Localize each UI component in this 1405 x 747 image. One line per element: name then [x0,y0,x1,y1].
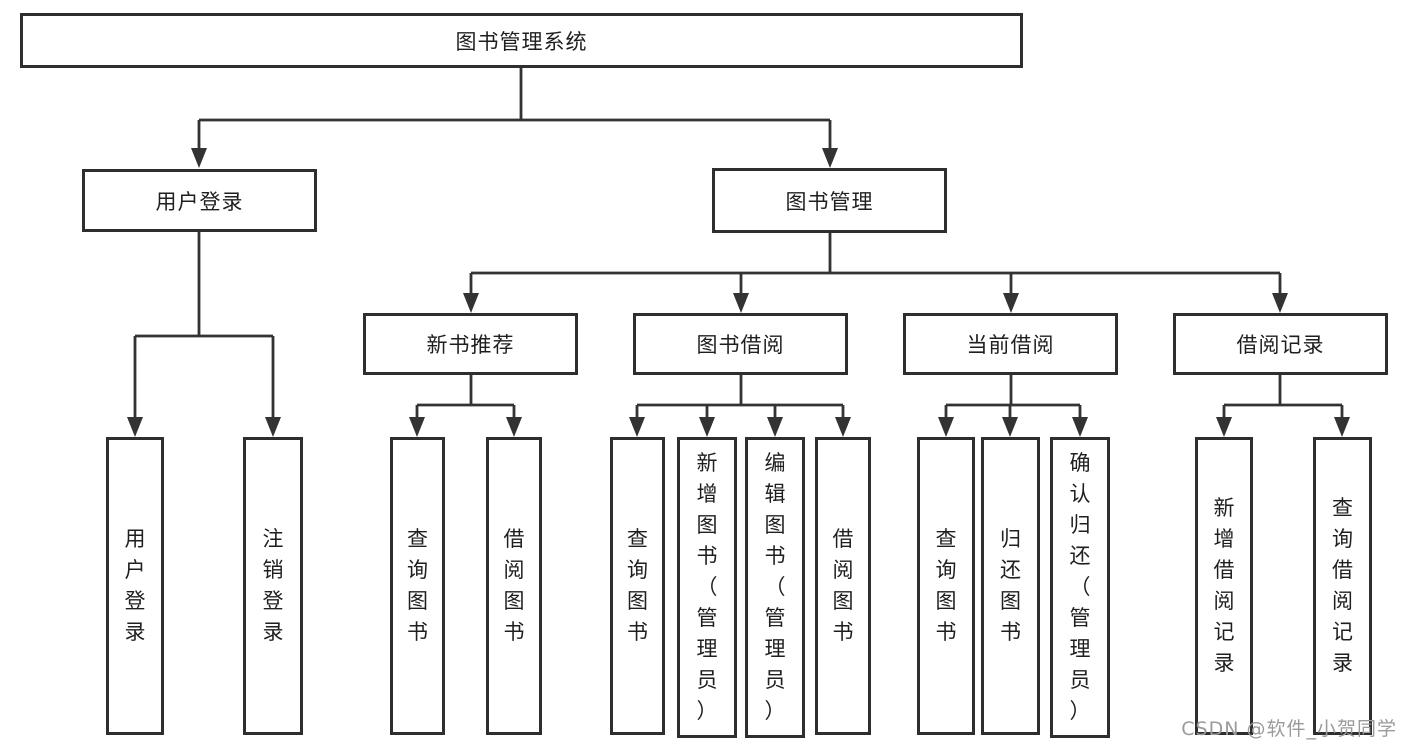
leaf-confirm-return-admin-label: 确认归还（管理员） [1069,451,1091,723]
leaf-return-book-label: 归还图书 [999,527,1021,644]
leaf-borrow-book-2-label: 借阅图书 [832,527,854,644]
leaf-query-book-1: 查询图书 [390,437,445,735]
node-new-book-recommend: 新书推荐 [363,313,578,375]
leaf-borrow-book-1-label: 借阅图书 [503,527,525,644]
leaf-query-book-3: 查询图书 [917,437,975,735]
node-user-login: 用户登录 [82,169,317,232]
leaf-add-book-admin-label: 新增图书（管理员） [696,451,718,723]
leaf-query-book-1-label: 查询图书 [406,527,428,644]
leaf-query-book-3-label: 查询图书 [935,527,957,644]
node-borrow-record: 借阅记录 [1173,313,1388,375]
node-root-label: 图书管理系统 [455,29,588,54]
leaf-add-borrow-record-label: 新增借阅记录 [1213,496,1235,675]
node-current-borrow-label: 当前借阅 [966,333,1055,357]
node-current-borrow: 当前借阅 [903,313,1118,375]
leaf-query-borrow-record: 查询借阅记录 [1313,437,1372,735]
node-book-borrow: 图书借阅 [633,313,848,375]
leaf-edit-book-admin-label: 编辑图书（管理员） [764,451,786,723]
leaf-borrow-book-1: 借阅图书 [486,437,542,735]
leaf-edit-book-admin: 编辑图书（管理员） [745,437,805,738]
leaf-return-book: 归还图书 [981,437,1040,735]
leaf-confirm-return-admin: 确认归还（管理员） [1050,437,1110,738]
leaf-user-login-label: 用户登录 [124,527,146,644]
leaf-logout: 注销登录 [243,437,303,735]
leaf-query-borrow-record-label: 查询借阅记录 [1331,496,1353,675]
node-user-login-label: 用户登录 [155,189,244,214]
node-new-book-recommend-label: 新书推荐 [426,333,515,357]
node-book-borrow-label: 图书借阅 [696,333,785,357]
leaf-borrow-book-2: 借阅图书 [815,437,871,735]
node-root: 图书管理系统 [20,13,1023,68]
node-book-management: 图书管理 [712,168,947,233]
leaf-query-book-2-label: 查询图书 [626,527,648,644]
leaf-add-borrow-record: 新增借阅记录 [1195,437,1253,735]
leaf-user-login: 用户登录 [106,437,164,735]
node-borrow-record-label: 借阅记录 [1236,333,1325,357]
leaf-logout-label: 注销登录 [262,527,284,644]
node-book-management-label: 图书管理 [785,189,874,214]
csdn-watermark: CSDN @软件_小贺同学 [1181,718,1397,740]
leaf-add-book-admin: 新增图书（管理员） [677,437,737,738]
leaf-query-book-2: 查询图书 [610,437,665,735]
